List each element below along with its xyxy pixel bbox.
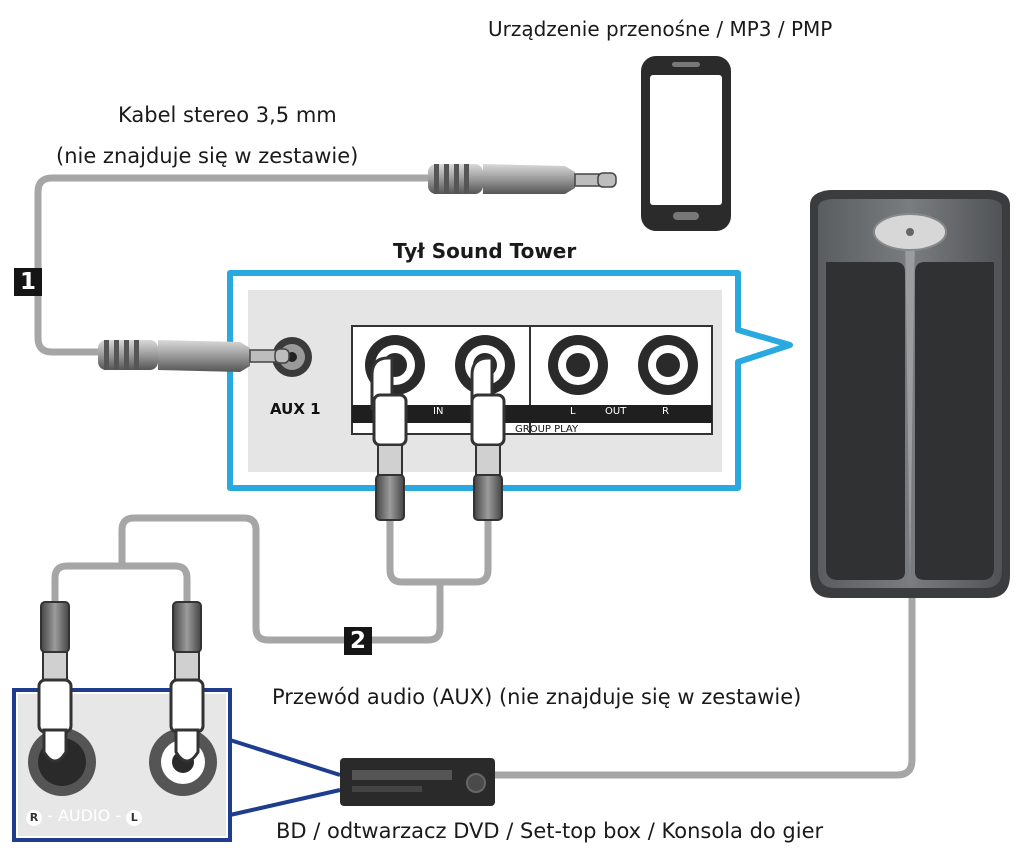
rca-panel-l-badge: L: [126, 810, 143, 826]
in-label: IN: [433, 406, 444, 417]
rca-panel-text: - AUDIO -: [47, 806, 122, 825]
portable-device-label: Urządzenie przenośne / MP3 / PMP: [488, 17, 833, 41]
stereo-cable-label-line2: (nie znajduje się w zestawie): [56, 144, 359, 168]
stereo-plug-aux-icon: [98, 340, 290, 372]
rca-plug-rear-left-icon: [370, 356, 408, 521]
out-r-label: R: [662, 406, 669, 417]
step-1-badge: 1: [14, 268, 42, 296]
out-l-label: L: [570, 406, 576, 417]
rca-plug-source-right-icon: [169, 601, 205, 763]
aux-port-label: AUX 1: [270, 400, 321, 418]
rca-panel-r-badge: R: [26, 810, 42, 826]
group-play-label: GROUP PLAY: [515, 424, 579, 435]
rca-cable-main: [118, 514, 444, 644]
rca-cable-source-join: [51, 562, 191, 606]
tower-to-source-cable: [491, 586, 916, 779]
stereo-cable: [34, 174, 434, 356]
source-device-label: BD / odtwarzacz DVD / Set-top box / Kons…: [276, 819, 824, 843]
source-callout-lines: [229, 738, 341, 817]
rca-plug-source-left-icon: [37, 601, 73, 763]
rca-panel-label: R - AUDIO - L: [26, 806, 143, 826]
rca-jack-out-r-icon: [638, 335, 698, 395]
audio-cable-label: Przewód audio (AUX) (nie znajduje się w …: [272, 685, 802, 709]
smartphone-icon: [641, 56, 731, 231]
rca-jack-out-l-icon: [548, 335, 608, 395]
sound-tower-icon: [810, 190, 1010, 598]
rear-panel-label: Tył Sound Tower: [393, 239, 577, 263]
rca-cable-rear-join: [386, 516, 492, 586]
stereo-plug-top-icon: [428, 164, 617, 194]
rca-plug-rear-right-icon: [470, 356, 506, 521]
cables: [34, 174, 916, 779]
bd-player-icon: [340, 758, 495, 806]
source-rca-panel-frame: [12, 688, 232, 842]
out-label: OUT: [605, 406, 627, 417]
stereo-cable-label-line1: Kabel stereo 3,5 mm: [118, 103, 337, 127]
step-2-badge: 2: [344, 627, 372, 655]
